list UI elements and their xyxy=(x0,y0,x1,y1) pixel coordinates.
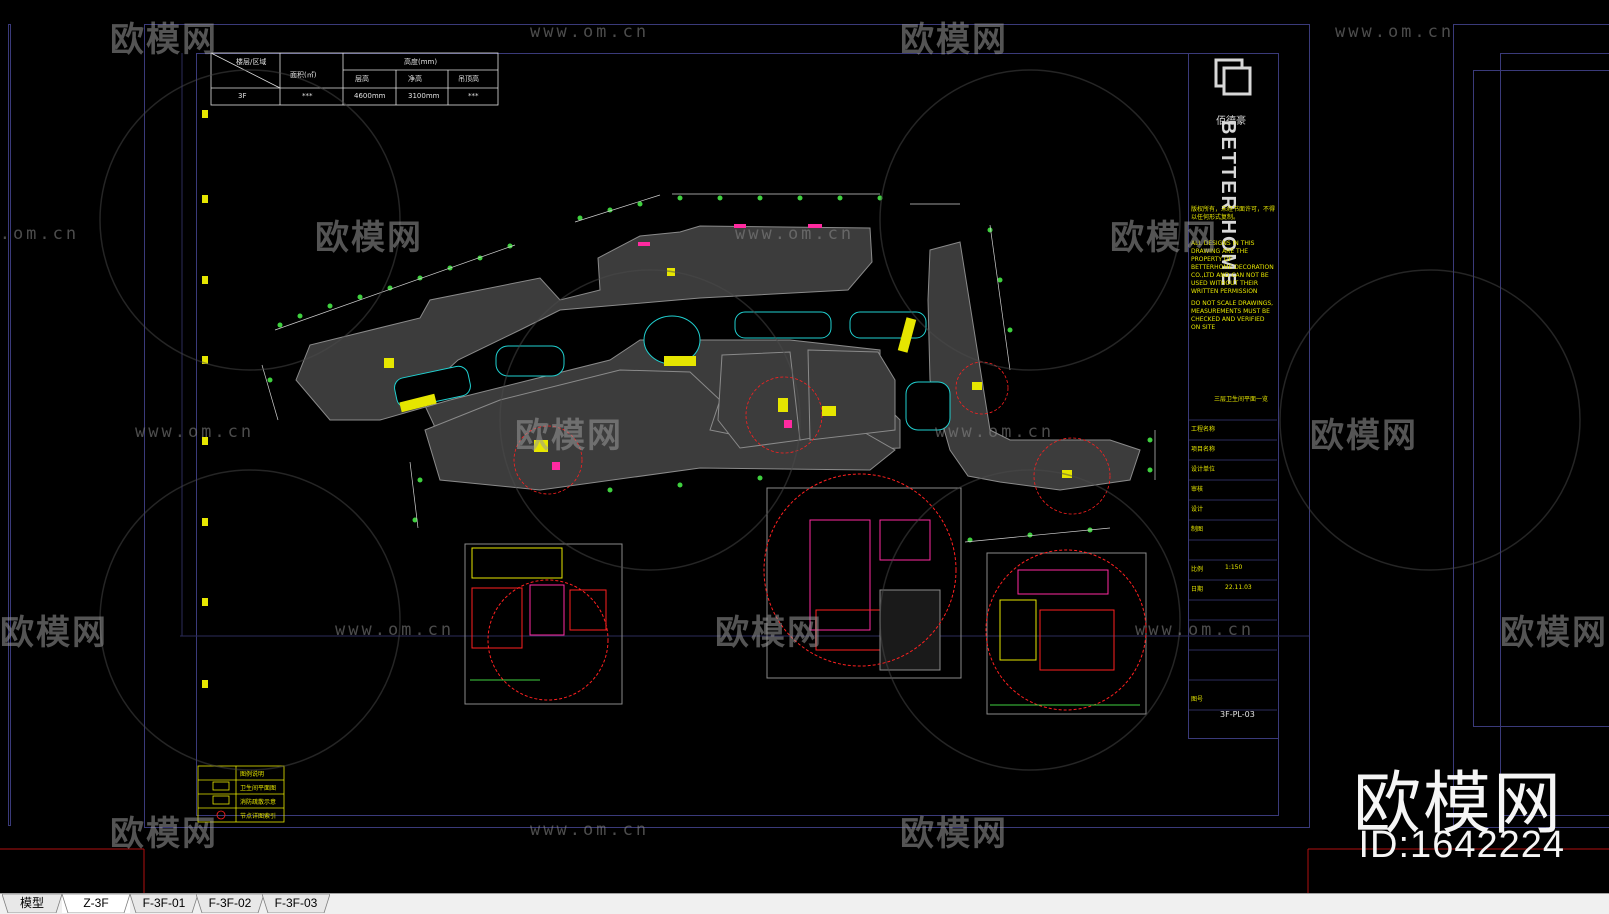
watermark-logo: 欧模网 xyxy=(1500,613,1608,653)
header-table-lines xyxy=(210,52,499,106)
dimension-lines xyxy=(261,193,1156,543)
title-block-brand-cn: 佰德豪 xyxy=(1216,116,1246,127)
title-block-drawing-no: 3F-PL-03 xyxy=(1220,710,1255,719)
title-block-scale-note: DO NOT SCALE DRAWINGS, MEASUREMENTS MUST… xyxy=(1191,300,1274,331)
toilet-detail-2 xyxy=(763,473,962,679)
title-block-row-project: 工程名称 xyxy=(1191,426,1216,433)
legend-title: 图例说明 xyxy=(240,771,265,778)
title-block-row-scale: 比例 xyxy=(1191,566,1204,573)
tab-f-3f-02[interactable]: F-3F-02 xyxy=(196,894,264,913)
watermark-logo: 欧模网 xyxy=(315,218,423,258)
watermark-url: www.om.cn xyxy=(0,224,80,244)
title-block-notes-cn: 版权所有，未经书面许可，不得以任何形式复制。 xyxy=(1191,206,1276,221)
title-block-notes-en: ALL DESIGNS IN THIS DRAWING ARE THE PROP… xyxy=(1191,240,1274,295)
floor-plan-drawing xyxy=(0,52,1609,893)
watermark-url: www.om.cn xyxy=(735,224,855,244)
title-block-row-date: 日期 xyxy=(1191,586,1204,593)
watermark-url: www.om.cn xyxy=(1335,22,1455,42)
header-row-height2: 3100mm xyxy=(408,92,440,100)
model-id-label: ID:1642224 xyxy=(1358,824,1565,866)
watermark-logo: 欧模网 xyxy=(0,613,108,653)
plan-magenta-marks xyxy=(552,224,822,470)
left-sheet-frame xyxy=(8,24,11,826)
layout-tab-bar: 模型 Z-3F F-3F-01 F-3F-02 F-3F-03 xyxy=(0,893,1609,914)
title-block-row-number: 图号 xyxy=(1191,696,1204,703)
header-col-area: 楼层/区域 xyxy=(236,58,267,66)
watermark-logo: 欧模网 xyxy=(1110,218,1218,258)
tab-z-3f[interactable]: Z-3F xyxy=(62,894,130,913)
brand-logo-mark xyxy=(1214,58,1252,96)
right-sheet-inset-frame xyxy=(1473,70,1609,727)
watermark-circles xyxy=(99,69,1581,771)
watermark-url: www.om.cn xyxy=(530,22,650,42)
title-block-scale-value: 1:150 xyxy=(1225,564,1243,571)
watermark-logo: 欧模网 xyxy=(900,814,1008,854)
watermark-logo: 欧模网 xyxy=(110,814,218,854)
right-sheet-inner-frame xyxy=(1500,53,1609,816)
tab-f-3f-01[interactable]: F-3F-01 xyxy=(130,894,198,913)
site-brand-name: 欧模网 xyxy=(1352,765,1563,844)
toilet-detail-1 xyxy=(464,543,623,705)
header-row-height3: *** xyxy=(468,92,479,100)
legend-item-3: 节点详图索引 xyxy=(240,813,277,820)
main-floor-plate xyxy=(295,225,1141,491)
watermark-url: www.om.cn xyxy=(935,422,1055,442)
tab-f-3f-03[interactable]: F-3F-03 xyxy=(262,894,330,913)
title-block-row-review: 审核 xyxy=(1191,486,1204,493)
tab-model[interactable]: 模型 xyxy=(2,894,62,913)
title-block-brand-en: BETTER HOME xyxy=(1217,120,1239,288)
title-block-date-value: 22.11.03 xyxy=(1225,584,1252,591)
title-block-lines xyxy=(1188,419,1277,711)
atrium-voids xyxy=(394,311,951,431)
watermark-logo: 欧模网 xyxy=(110,20,218,60)
toilet-detail-3 xyxy=(985,549,1147,715)
header-col-net-height: 净高 xyxy=(408,75,422,83)
header-row-height1: 4600mm xyxy=(354,92,386,100)
header-group-label: 高度(mm) xyxy=(404,58,438,66)
header-col-size: 面积(㎡) xyxy=(290,71,317,79)
legend-item-2: 消防疏散示意 xyxy=(240,799,277,806)
escalators xyxy=(399,317,917,413)
watermark-url: www.om.cn xyxy=(135,422,255,442)
cad-drawing-canvas[interactable]: 高度(mm) 楼层/区域 面积(㎡) 层高 净高 吊顶高 3F *** 4600… xyxy=(0,0,1609,893)
header-row-area: 3F xyxy=(238,92,247,100)
watermark-logo: 欧模网 xyxy=(715,613,823,653)
title-block-row-item: 项目名称 xyxy=(1191,446,1216,453)
title-block-drawing-title: 三层卫生间平面一览 xyxy=(1214,396,1269,403)
header-row-value: *** xyxy=(302,92,313,100)
title-block-row-design: 设计 xyxy=(1191,506,1204,513)
title-block-row-draw: 制图 xyxy=(1191,526,1204,533)
legend-box-lines xyxy=(197,765,285,823)
right-sheet-outer-frame xyxy=(1453,24,1609,828)
title-block-row-designer: 设计单位 xyxy=(1191,466,1216,473)
main-sheet-outer-frame xyxy=(144,24,1310,828)
watermark-url: www.om.cn xyxy=(1135,620,1255,640)
left-ruler-marks xyxy=(202,110,208,688)
watermark-url: www.om.cn xyxy=(335,620,455,640)
watermark-url: www.om.cn xyxy=(530,820,650,840)
watermark-logo: 欧模网 xyxy=(900,20,1008,60)
legend-item-1: 卫生间平面图 xyxy=(240,785,277,792)
main-sheet-title-frame xyxy=(1188,53,1279,739)
header-col-floor-height: 层高 xyxy=(355,75,369,83)
watermark-logo: 欧模网 xyxy=(1310,416,1418,456)
watermark-logo: 欧模网 xyxy=(515,416,623,456)
header-col-ceiling-height: 吊顶高 xyxy=(458,75,479,83)
